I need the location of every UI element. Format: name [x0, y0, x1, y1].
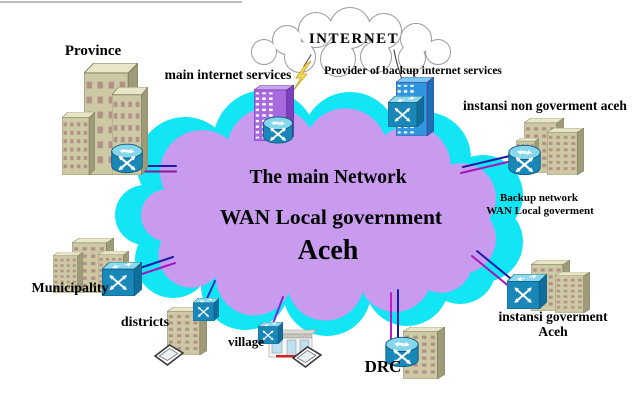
cloud-title-line2: WAN Local government	[219, 205, 443, 229]
internet-label: INTERNET	[308, 31, 400, 47]
province-label: Province	[64, 43, 122, 59]
government-switch-icon	[507, 274, 547, 309]
backup-network-label-line2: WAN Local goverment	[486, 205, 594, 217]
link-internet-main	[303, 54, 312, 67]
municipality-label: Municipality	[31, 281, 109, 296]
lightning-bolt-icon	[292, 60, 312, 92]
government-label-line1: instansi goverment	[498, 309, 608, 324]
province-router-icon	[112, 144, 143, 173]
main-services-label: main internet services	[164, 67, 292, 82]
village-label: village	[227, 334, 265, 349]
backup-provider-label: Provider of backup internet services	[324, 65, 502, 77]
main-services-router-icon	[264, 117, 293, 143]
cloud-title-line1: The main Network	[249, 167, 407, 188]
link-non-government	[460, 154, 515, 174]
backup-network-label-line1: Backup network	[500, 192, 578, 204]
districts-switch-icon	[193, 298, 219, 321]
non-government-router-icon	[509, 145, 540, 174]
backup-provider-switch-icon	[388, 96, 424, 127]
cloud-title-line3: Aceh	[297, 235, 359, 266]
districts-label: districts	[120, 315, 170, 330]
government-label-line2: Aceh	[538, 324, 568, 339]
drc-label: DRC	[364, 357, 402, 376]
non-government-label: instansi non goverment aceh	[463, 98, 627, 113]
link-drc	[390, 289, 399, 346]
